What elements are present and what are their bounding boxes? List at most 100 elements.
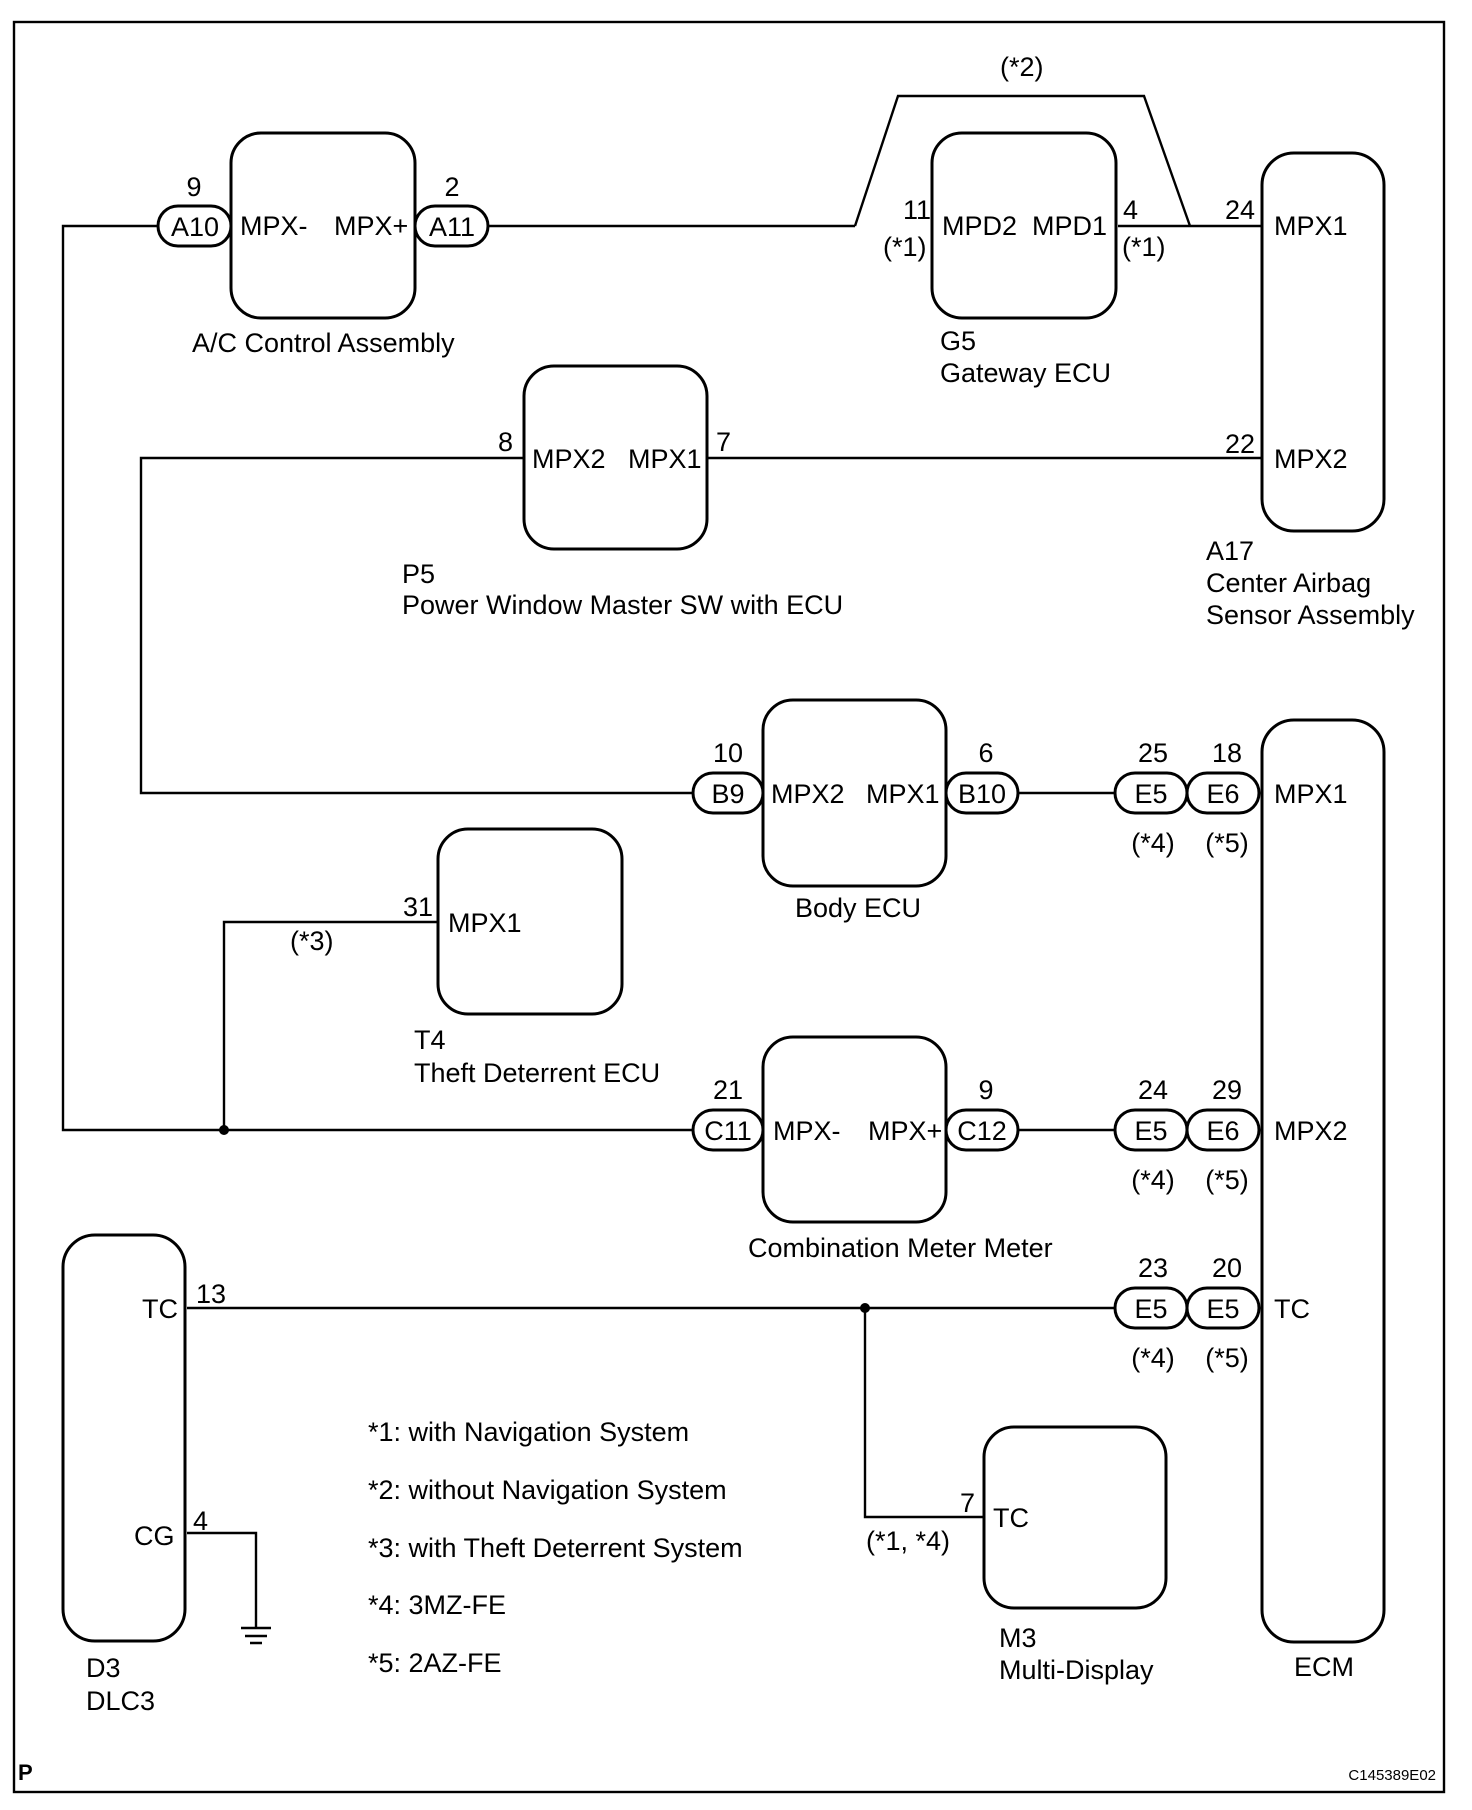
connector-label: C11: [704, 1116, 752, 1146]
pin-number: 24: [1225, 195, 1255, 225]
airbag-sensor-box: [1260, 151, 1386, 533]
component-code: G5: [940, 326, 976, 356]
component-name: Multi-Display: [999, 1655, 1154, 1685]
figure-code: C145389E02: [1348, 1767, 1436, 1784]
pin-name: TC: [993, 1503, 1029, 1533]
junction-dot: [860, 1303, 870, 1313]
note-item: *3: with Theft Deterrent System: [368, 1533, 743, 1563]
gateway-ecu-box: [930, 131, 1118, 320]
condition-note: (*5): [1205, 1343, 1249, 1373]
connector-label: A11: [429, 212, 475, 242]
pin-number: 9: [978, 1075, 993, 1105]
pin-name: MPX-: [240, 211, 308, 241]
component-name: ECM: [1294, 1652, 1354, 1682]
multi-display-box: [982, 1425, 1168, 1610]
pin-name: MPX1: [1274, 211, 1348, 241]
component-name: Combination Meter Meter: [748, 1233, 1053, 1263]
pin-number: 10: [713, 738, 743, 768]
component-name: A/C Control Assembly: [192, 328, 455, 358]
note-item: *1: with Navigation System: [368, 1417, 689, 1447]
note-item: *2: without Navigation System: [368, 1475, 727, 1505]
pin-number: 6: [978, 738, 993, 768]
pin-name: MPX1: [1274, 779, 1348, 809]
pin-number: 18: [1212, 738, 1242, 768]
condition-note: (*3): [290, 926, 334, 956]
diagram-frame: [12, 20, 1446, 1794]
junction-dot: [219, 1125, 229, 1135]
pin-number: 9: [186, 172, 201, 202]
pin-number: 20: [1212, 1253, 1242, 1283]
pin-number: 24: [1138, 1075, 1168, 1105]
pin-name: MPX2: [1274, 444, 1348, 474]
theft-ecu-box: [436, 827, 624, 1016]
note-item: *5: 2AZ-FE: [368, 1648, 502, 1678]
dlc3-box: [61, 1233, 187, 1643]
pin-name: MPX1: [628, 444, 702, 474]
condition-note: (*4): [1131, 1343, 1175, 1373]
connector-label: E6: [1206, 1116, 1239, 1146]
pin-name: MPX+: [868, 1116, 942, 1146]
condition-note: (*2): [1000, 52, 1044, 82]
component-name: Body ECU: [795, 893, 921, 923]
pin-name: MPX-: [773, 1116, 841, 1146]
pin-name: TC: [142, 1294, 178, 1324]
connector-b10: [944, 771, 1020, 815]
component-name: Gateway ECU: [940, 358, 1111, 388]
pin-number: 4: [193, 1506, 208, 1536]
pin-name: MPX2: [1274, 1116, 1348, 1146]
condition-note: (*5): [1205, 828, 1249, 858]
connector-label: E5: [1134, 1116, 1167, 1146]
ecm-box: [1260, 718, 1386, 1644]
pin-name: MPX1: [866, 779, 940, 809]
pin-name: MPX2: [532, 444, 606, 474]
condition-note: (*1): [1122, 232, 1166, 262]
pin-number: 31: [403, 892, 433, 922]
pin-number: 22: [1225, 429, 1255, 459]
component-code: P5: [402, 559, 435, 589]
pin-name: TC: [1274, 1294, 1310, 1324]
connector-b9: [691, 771, 765, 815]
pin-name: MPX1: [448, 908, 522, 938]
ground-icon: [241, 1626, 271, 1645]
component-name: Sensor Assembly: [1206, 600, 1415, 630]
connector-label: E5: [1134, 1294, 1167, 1324]
pin-number: 7: [716, 427, 731, 457]
pin-name: CG: [134, 1521, 175, 1551]
connector-e5-tc-b: [1185, 1286, 1261, 1330]
connector-label: E5: [1134, 779, 1167, 809]
component-code: M3: [999, 1623, 1037, 1653]
pin-number: 8: [498, 427, 513, 457]
connector-c12: [944, 1108, 1020, 1152]
component-code: T4: [414, 1025, 446, 1055]
connector-a11: [413, 204, 490, 248]
power-window-box: [522, 364, 709, 551]
connector-label: C12: [957, 1116, 1007, 1146]
component-name: Theft Deterrent ECU: [414, 1058, 660, 1088]
pin-number: 29: [1212, 1075, 1242, 1105]
connector-label: E5: [1206, 1294, 1239, 1324]
pin-number: 2: [444, 172, 459, 202]
pin-number: 25: [1138, 738, 1168, 768]
pin-number: 4: [1123, 195, 1138, 225]
pin-number: 13: [196, 1279, 226, 1309]
condition-note: (*1, *4): [866, 1526, 950, 1556]
pin-number: 23: [1138, 1253, 1168, 1283]
connector-label: B9: [711, 779, 744, 809]
wires: [61, 94, 1262, 1645]
component-code: A17: [1206, 536, 1254, 566]
pin-number: 11: [903, 195, 931, 225]
notes-list: *1: with Navigation System *2: without N…: [368, 1417, 743, 1678]
pin-name: MPX+: [334, 211, 408, 241]
component-name: Power Window Master SW with ECU: [402, 590, 843, 620]
pin-number: 21: [713, 1075, 743, 1105]
component-name: Center Airbag: [1206, 568, 1371, 598]
connector-label: A10: [171, 212, 219, 242]
pin-number: 7: [960, 1488, 975, 1518]
connector-label: E6: [1206, 779, 1239, 809]
page-marker: P: [18, 1760, 33, 1785]
connectors: [156, 204, 1261, 1330]
condition-note: (*4): [1131, 828, 1175, 858]
connector-label: B10: [958, 779, 1006, 809]
pin-name: MPD1: [1032, 211, 1107, 241]
